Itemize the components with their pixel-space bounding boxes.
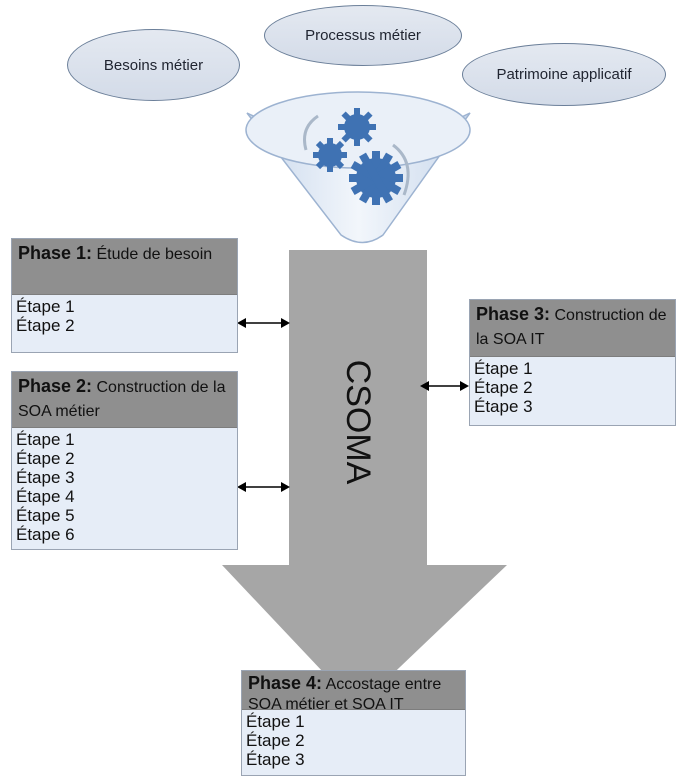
connector-arrow-phase2 (237, 482, 290, 492)
phase-2-box: Phase 2: Construction de la SOA métier É… (11, 371, 238, 550)
connector-arrow-phase1 (237, 318, 290, 328)
connector-arrow-phase3 (420, 381, 469, 391)
step-item: Étape 2 (16, 449, 75, 468)
step-item: Étape 4 (16, 487, 75, 506)
step-item: Étape 3 (246, 750, 305, 769)
step-item: Étape 5 (16, 506, 75, 525)
phase-4-steps: Étape 1 Étape 2 Étape 3 (242, 710, 465, 771)
phase-subtitle: Étude de besoin (96, 246, 213, 263)
step-item: Étape 2 (16, 316, 75, 335)
phase-subtitle: Construction de la SOA IT (476, 307, 667, 348)
step-item: Étape 1 (16, 297, 75, 316)
gear-icon (313, 138, 347, 172)
step-item: Étape 2 (474, 378, 533, 397)
input-ellipse-application-portfolio: Patrimoine applicatif (462, 43, 666, 106)
step-item: Étape 1 (246, 712, 305, 731)
phase-title: Phase 1: (18, 243, 93, 263)
step-item: Étape 3 (16, 468, 75, 487)
input-label: Processus métier (305, 27, 421, 44)
phase-subtitle: Construction de la SOA métier (18, 379, 226, 420)
input-ellipse-business-needs: Besoins métier (67, 29, 240, 101)
step-item: Étape 6 (16, 525, 75, 544)
phase-3-steps: Étape 1 Étape 2 Étape 3 (470, 357, 675, 418)
input-label: Besoins métier (103, 56, 204, 74)
phase-title: Phase 4: (248, 673, 323, 693)
step-item: Étape 1 (16, 430, 75, 449)
input-label: Patrimoine applicatif (496, 66, 632, 83)
phase-2-steps: Étape 1 Étape 2 Étape 3 Étape 4 Étape 5 … (12, 428, 237, 546)
csoma-arrow (222, 250, 507, 708)
step-item: Étape 3 (474, 397, 533, 416)
phase-1-steps: Étape 1 Étape 2 (12, 295, 237, 337)
phase-2-header: Phase 2: Construction de la SOA métier (12, 372, 237, 428)
gear-icon (349, 151, 403, 205)
phase-3-box: Phase 3: Construction de la SOA IT Étape… (469, 299, 676, 426)
step-item: Étape 1 (474, 359, 533, 378)
input-ellipse-business-process: Processus métier (264, 5, 462, 66)
gear-icon (338, 108, 376, 146)
phase-title: Phase 2: (18, 376, 93, 396)
phase-subtitle: Accostage entre SOA métier et SOA IT (248, 676, 442, 710)
phase-1-box: Phase 1: Étude de besoin Étape 1 Étape 2 (11, 238, 238, 353)
phase-3-header: Phase 3: Construction de la SOA IT (470, 300, 675, 357)
step-item: Étape 2 (246, 731, 305, 750)
phase-4-box: Phase 4: Accostage entre SOA métier et S… (241, 670, 466, 776)
phase-title: Phase 3: (476, 304, 551, 324)
phase-4-header: Phase 4: Accostage entre SOA métier et S… (242, 671, 465, 710)
csoma-label: CSOMA (339, 360, 377, 485)
phase-1-header: Phase 1: Étude de besoin (12, 239, 237, 295)
